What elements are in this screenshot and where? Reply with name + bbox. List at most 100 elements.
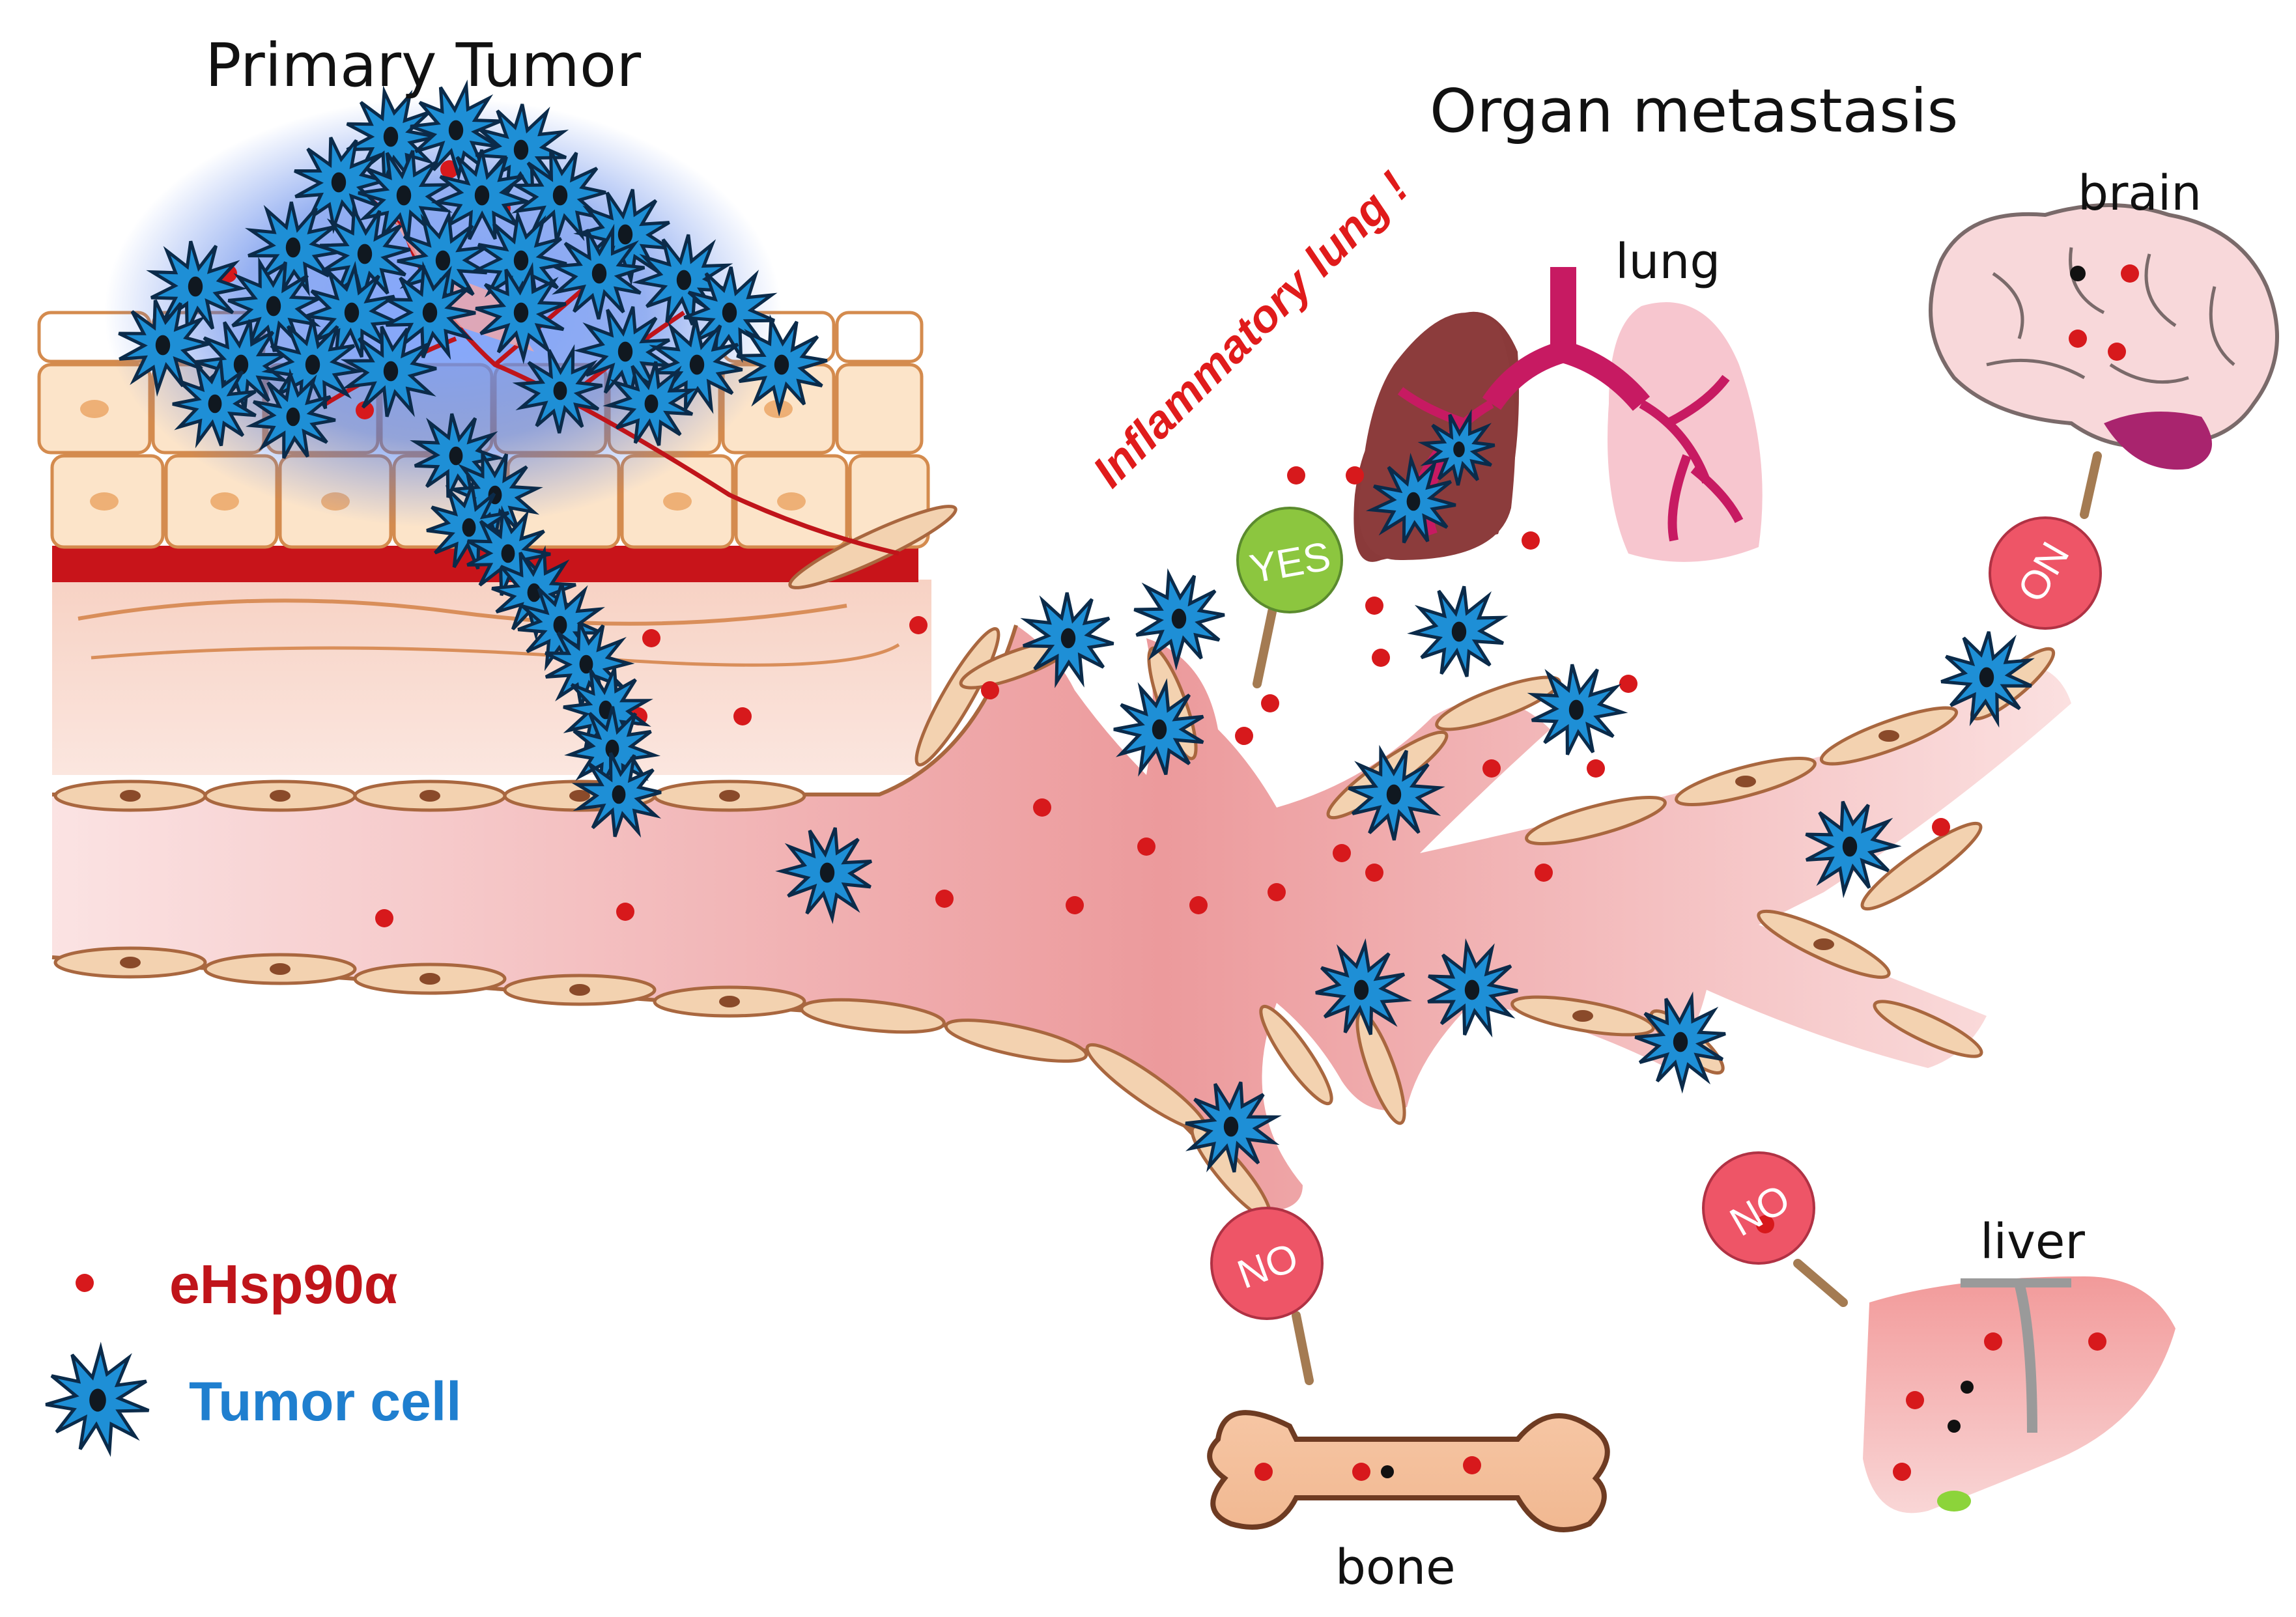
tumor-cell-nucleus [396,185,412,206]
ehsp90a-dot [1906,1391,1924,1409]
bone-label: bone [1335,1540,1456,1596]
tumor-cell-nucleus [1386,784,1402,805]
legend-tumor-cell-nucleus [89,1388,106,1412]
tumor-cell-nucleus [422,302,438,323]
ehsp90a-dot [1346,466,1364,485]
tumor-cell-nucleus [501,544,515,563]
blood-vessel [51,505,2071,1220]
ehsp90a-dot [1482,759,1501,778]
tumor-cell-nucleus [155,335,171,356]
ehsp90a-dot [2121,264,2139,283]
tumor-cell-nucleus [462,518,476,537]
tumor-cell-nucleus [286,407,300,427]
brain-illustration [1929,203,2279,470]
ehsp90a-dot [981,681,999,699]
tumor-cell-nucleus [474,185,490,206]
tumor-cell-nucleus [689,354,705,375]
brain-no-sign [1989,451,2102,630]
ehsp90a-dot [1535,864,1553,882]
ehsp90a-dot [1372,649,1390,667]
tumor-cell-nucleus [527,583,541,602]
tumor-cell-nucleus [1223,1116,1239,1137]
tumor-cell-nucleus [1673,1032,1688,1052]
primary-tumor-title: Primary Tumor [205,31,642,100]
ehsp90a-dot [1463,1456,1481,1474]
ehsp90a-dot [1352,1463,1370,1481]
organ-metastasis-title: Organ metastasis [1430,76,1959,146]
tumor-cell-nucleus [774,354,789,375]
ehsp90a-dot [733,707,752,725]
lung-yes-sign [1236,507,1343,688]
ehsp90a-dot [2108,343,2126,361]
ehsp90a-dot [1268,883,1286,901]
ehsp90a-dot [1066,896,1084,914]
ehsp90a-dot [1893,1463,1911,1481]
ehsp90a-dot [1984,1332,2002,1351]
ehsp90a-dot [375,909,393,927]
tumor-cell-nucleus [344,302,360,323]
tumor-cell-nucleus [617,341,633,362]
tumor-cell-nucleus [1979,667,1994,688]
ehsp90a-dot [1287,466,1305,485]
ehsp90a-dot [616,903,634,921]
tumor-cell-nucleus [383,361,399,382]
tumor-cell-nucleus [1842,836,1858,857]
tumor-cell-nucleus [1354,979,1369,1000]
ehsp90a-dot [1932,818,1950,836]
tumor-cell-nucleus [591,263,607,284]
ehsp90a-dot [2088,1332,2106,1351]
legend-tumor-cell-label: Tumor cell [189,1371,462,1432]
ehsp90a-dot [356,401,374,419]
tumor-cell-nucleus [383,126,399,147]
tumor-cell-nucleus [605,739,619,759]
tumor-cells [118,79,2035,1173]
ehsp90a-dot [1189,896,1208,914]
tumor-cell-nucleus [357,244,373,264]
tumor-cell-nucleus [448,120,464,141]
ehsp90a-dot [1235,727,1253,745]
tumor-cell-nucleus [819,862,835,883]
tumor-cell-nucleus [579,654,593,674]
legend-tumor-cell-icon [45,1342,150,1457]
tumor-cell-nucleus [1171,608,1187,629]
tumor-cell-nucleus [1060,628,1076,649]
tumor-cell-nucleus [435,250,451,271]
tumor-cell-nucleus [1451,621,1467,642]
ehsp90a-dot [935,890,954,908]
tumor-cell-nucleus [1464,979,1480,1000]
lung-label: lung [1615,234,1721,290]
tumor-cell-nucleus [208,394,222,414]
tumor-cell-nucleus [449,446,463,466]
ehsp90a-dot [909,616,928,634]
bone-no-sign [1210,1207,1324,1385]
ehsp90a-dot [1033,798,1051,817]
tumor-cell-nucleus [513,139,529,160]
tumor-cell-nucleus [552,185,568,206]
tumor-cell-nucleus [722,302,737,323]
tumor-cell-nucleus [188,276,203,297]
tumor-cell-nucleus [617,224,633,245]
tumor-cell-nucleus [676,270,692,290]
ehsp90a-dot [1365,597,1383,615]
liver-label: liver [1980,1214,2085,1270]
tumor-cell-nucleus [1406,492,1421,511]
ehsp90a-dot [1587,759,1605,778]
tumor-cell-nucleus [1568,699,1584,720]
ehsp90a-dot [1254,1463,1273,1481]
tumor-cell-nucleus [233,354,249,375]
legend-ehsp90a-dot [76,1274,94,1292]
ehsp90a-dot [1261,694,1279,712]
bone-illustration [1207,1410,1610,1532]
tumor-cell-nucleus [644,394,659,414]
ehsp90a-dot [1333,844,1351,862]
ehsp90a-dot [1365,864,1383,882]
tumor-cell-nucleus [612,785,626,804]
tumor-cell-nucleus [553,615,567,635]
brain-label: brain [2078,165,2202,221]
ehsp90a-dot [1522,531,1540,550]
ehsp90a-dot [1137,837,1155,856]
tumor-cell-nucleus [305,354,320,375]
tumor-cell-nucleus [285,237,301,258]
tumor-cell-nucleus [1453,441,1465,458]
